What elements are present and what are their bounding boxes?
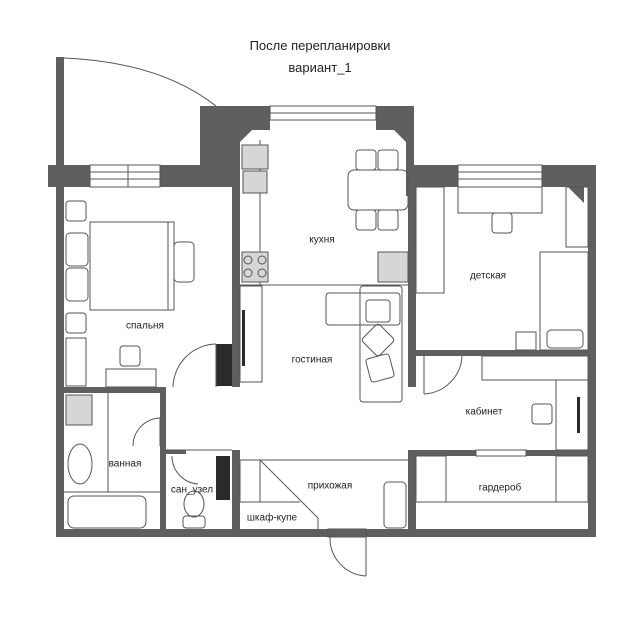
room-label-kitchen: кухня	[309, 234, 335, 246]
plan-title: После перепланировки	[249, 38, 391, 53]
room-label-living-room: гостиная	[291, 354, 333, 366]
furniture	[64, 105, 589, 577]
room-label-bathroom: ванная	[108, 458, 142, 470]
room-label-bedroom: спальня	[126, 320, 164, 332]
room-label-kids-room: детская	[469, 270, 507, 282]
room-label-dressing-room: гардероб	[478, 482, 522, 494]
room-label-study: кабинет	[465, 406, 503, 418]
room-label-hallway: прихожая	[307, 480, 353, 492]
room-label-wardrobe-closet: шкаф-купе	[246, 512, 298, 524]
balcony-outline	[63, 57, 217, 107]
dark-accents	[216, 310, 580, 500]
room-label-toilet: сан_узел	[170, 484, 214, 496]
plan-subtitle: вариант_1	[288, 60, 352, 75]
walls	[48, 57, 596, 537]
